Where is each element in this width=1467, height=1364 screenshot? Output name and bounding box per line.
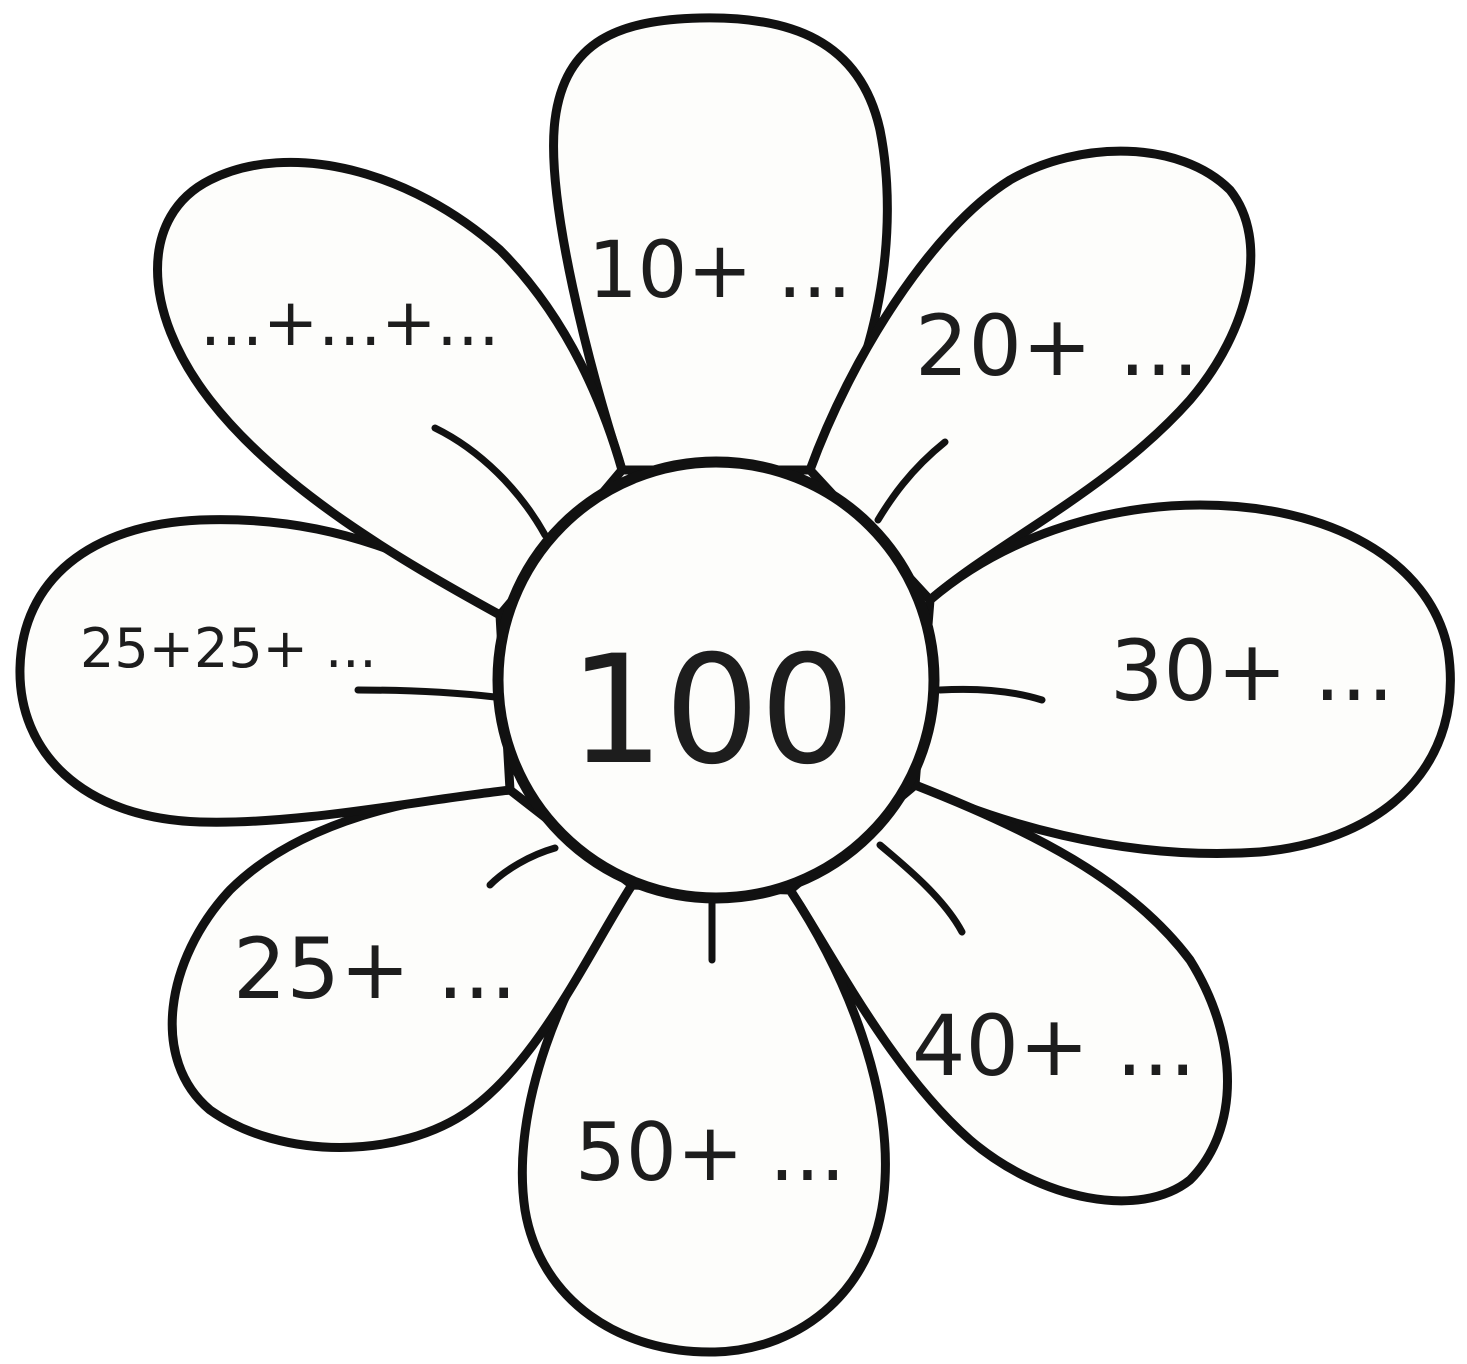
petal-label-bottom-left: 25+ ... [233, 920, 517, 1018]
petal-label-right: 30+ ... [1110, 622, 1394, 720]
petal-label-top-right: 20+ ... [915, 297, 1199, 395]
petal-label-top: 10+ ... [588, 226, 852, 316]
center-value: 100 [569, 624, 855, 798]
petal-label-left: 25+25+ ... [80, 617, 377, 680]
petal-label-bottom-right: 40+ ... [912, 997, 1196, 1095]
petal-label-top-left: ...+...+... [200, 284, 499, 361]
petal-label-bottom: 50+ ... [575, 1106, 846, 1199]
